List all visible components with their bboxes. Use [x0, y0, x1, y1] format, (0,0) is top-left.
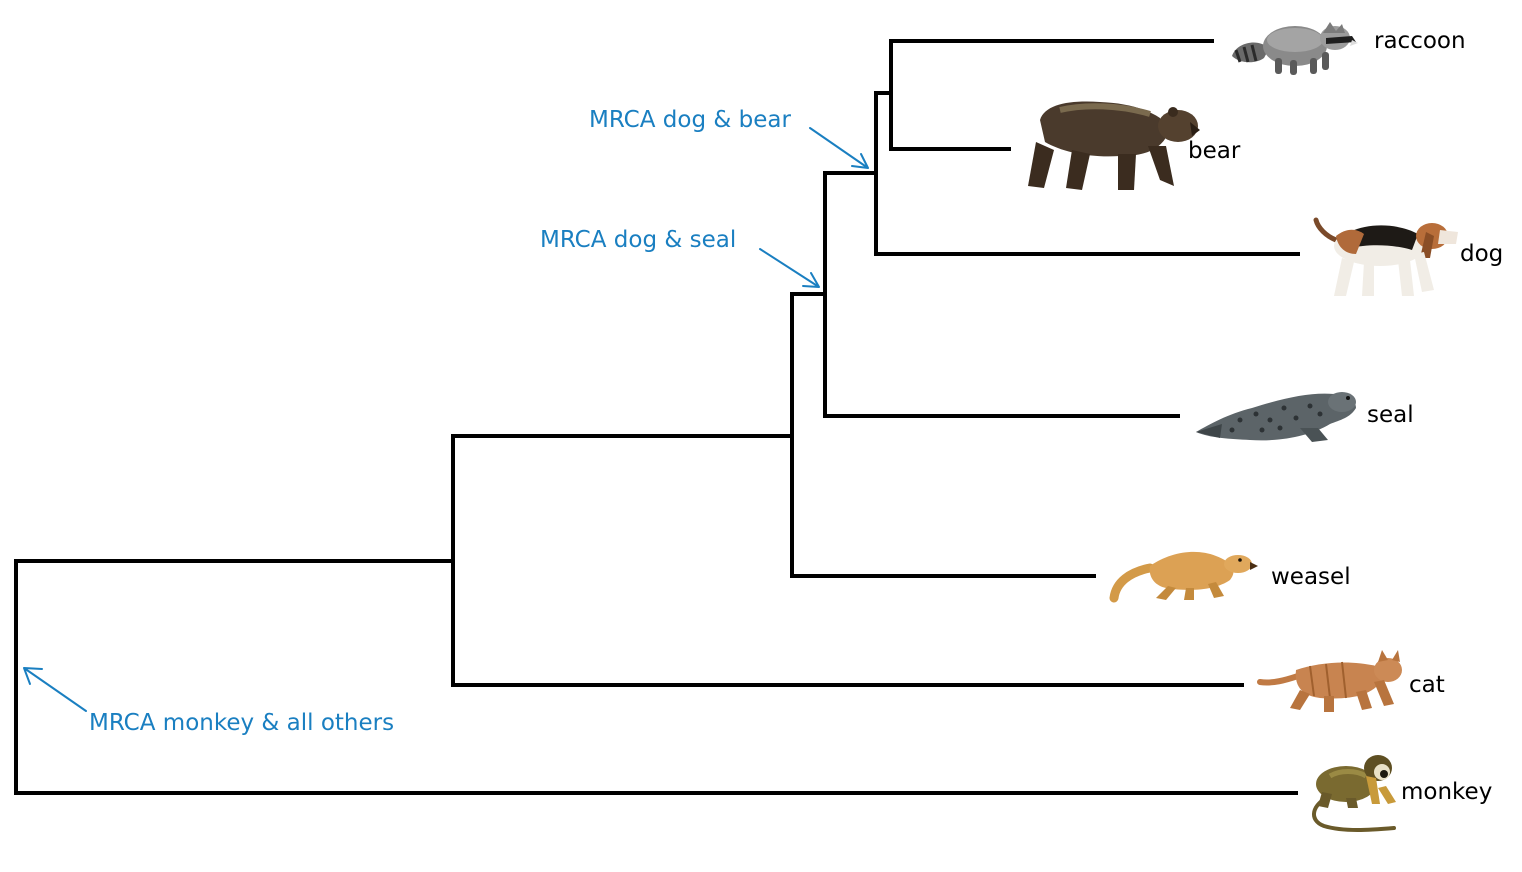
branch-dog-node [874, 91, 1300, 256]
taxon-label-monkey: monkey [1401, 779, 1492, 805]
taxon-label-weasel: weasel [1271, 564, 1351, 590]
branch-cat-node [451, 434, 1244, 687]
label-mrca-dog-seal: MRCA dog & seal [540, 227, 736, 253]
weasel-icon [1109, 551, 1258, 603]
taxon-label-seal: seal [1367, 402, 1414, 428]
label-mrca-dog-bear: MRCA dog & bear [589, 107, 791, 133]
taxon-label-raccoon: raccoon [1374, 28, 1466, 54]
taxon-labels: raccoon bear dog seal weasel cat monkey [1188, 28, 1503, 805]
arrow-mrca-dog-bear [809, 127, 869, 169]
monkey-icon [1312, 755, 1396, 832]
branch-seal-node [823, 171, 1180, 418]
branch-weasel-node [790, 292, 1096, 578]
raccoon-icon [1232, 22, 1358, 75]
label-mrca-monkey-all: MRCA monkey & all others [89, 710, 394, 736]
arrow-mrca-monkey-all [23, 667, 87, 712]
tree-branches [14, 39, 1300, 795]
seal-icon [1196, 392, 1356, 442]
cat-icon [1257, 650, 1402, 712]
taxon-label-dog: dog [1460, 241, 1503, 267]
branch-bear-raccoon-node [889, 39, 1214, 151]
arrow-mrca-dog-seal [759, 248, 820, 288]
taxon-label-bear: bear [1188, 138, 1241, 164]
bear-icon [1028, 101, 1200, 190]
annotation-labels: MRCA dog & bear MRCA dog & seal MRCA mon… [89, 107, 791, 736]
dog-icon [1313, 217, 1458, 296]
taxon-label-cat: cat [1409, 672, 1445, 698]
branch-root [14, 559, 1298, 795]
annotation-arrows [23, 127, 869, 712]
